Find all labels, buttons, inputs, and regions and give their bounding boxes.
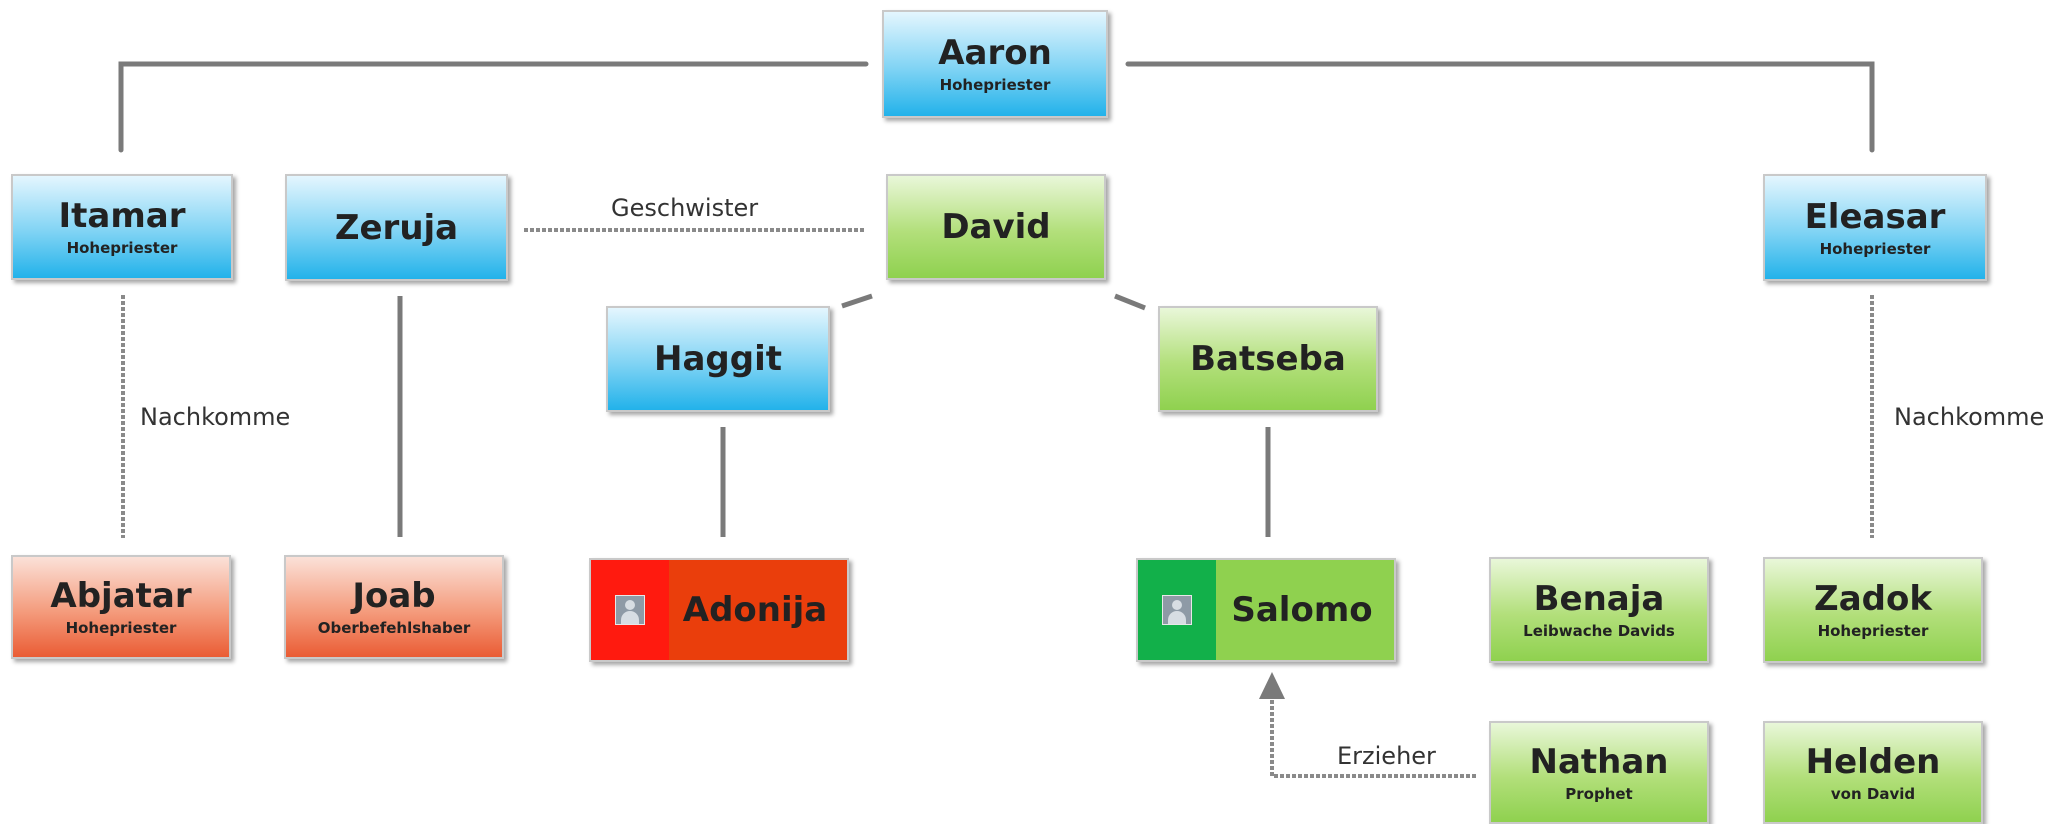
node-joab[interactable]: Joab Oberbefehlshaber (284, 555, 504, 659)
node-helden-role: von David (1830, 784, 1916, 803)
node-eleasar[interactable]: Eleasar Hohepriester (1763, 174, 1987, 281)
node-benaja-role: Leibwache Davids (1523, 622, 1675, 640)
node-haggit[interactable]: Haggit (606, 306, 830, 412)
connector-aaron-branches (118, 61, 1875, 153)
node-salomo-photo (1138, 560, 1216, 660)
person-icon (1162, 595, 1192, 625)
node-itamar-role: Hohepriester (66, 239, 178, 257)
node-abjatar-name: Abjatar (50, 576, 192, 616)
node-batseba-name: Batseba (1190, 339, 1346, 379)
node-benaja[interactable]: Benaja Leibwache Davids (1489, 557, 1709, 663)
node-david-name: David (941, 207, 1051, 247)
connector-erzieher (1270, 698, 1476, 778)
label-erzieher: Erzieher (1337, 742, 1436, 770)
node-aaron[interactable]: Aaron Hohepriester (882, 10, 1108, 118)
label-geschwister: Geschwister (611, 194, 759, 222)
node-haggit-name: Haggit (654, 339, 782, 379)
node-salomo-name: Salomo (1231, 590, 1373, 630)
node-benaja-name: Benaja (1533, 579, 1665, 619)
node-abjatar[interactable]: Abjatar Hohepriester (11, 555, 231, 659)
node-eleasar-role: Hohepriester (1819, 239, 1931, 258)
node-salomo[interactable]: Salomo (1136, 558, 1396, 662)
node-helden-name: Helden (1805, 741, 1941, 782)
label-nachkomme-left: Nachkomme (140, 403, 291, 431)
arrowhead-erzieher (1259, 672, 1285, 699)
node-zeruja-name: Zeruja (334, 207, 459, 248)
node-adonija[interactable]: Adonija (589, 558, 849, 662)
label-nachkomme-right: Nachkomme (1894, 403, 2045, 431)
node-eleasar-name: Eleasar (1804, 196, 1946, 237)
node-zeruja[interactable]: Zeruja (285, 174, 508, 281)
connector-david-batseba (1114, 293, 1146, 311)
node-adonija-photo (591, 560, 669, 660)
node-adonija-name: Adonija (682, 590, 828, 630)
node-itamar[interactable]: Itamar Hohepriester (11, 174, 233, 280)
node-david[interactable]: David (886, 174, 1106, 280)
node-zadok-role: Hohepriester (1817, 622, 1929, 640)
connector-david-haggit (841, 293, 873, 309)
person-icon (615, 595, 645, 625)
node-nathan-name: Nathan (1529, 741, 1669, 782)
node-aaron-role: Hohepriester (939, 76, 1051, 94)
node-joab-name: Joab (352, 576, 436, 616)
node-zadok[interactable]: Zadok Hohepriester (1763, 557, 1983, 663)
node-zadok-name: Zadok (1814, 579, 1932, 619)
node-joab-role: Oberbefehlshaber (317, 619, 471, 637)
node-batseba[interactable]: Batseba (1158, 306, 1378, 412)
node-helden[interactable]: Helden von David (1763, 721, 1983, 824)
node-abjatar-role: Hohepriester (65, 619, 177, 637)
node-itamar-name: Itamar (58, 196, 186, 236)
node-aaron-name: Aaron (938, 33, 1052, 73)
node-nathan[interactable]: Nathan Prophet (1489, 721, 1709, 824)
node-nathan-role: Prophet (1565, 784, 1633, 803)
